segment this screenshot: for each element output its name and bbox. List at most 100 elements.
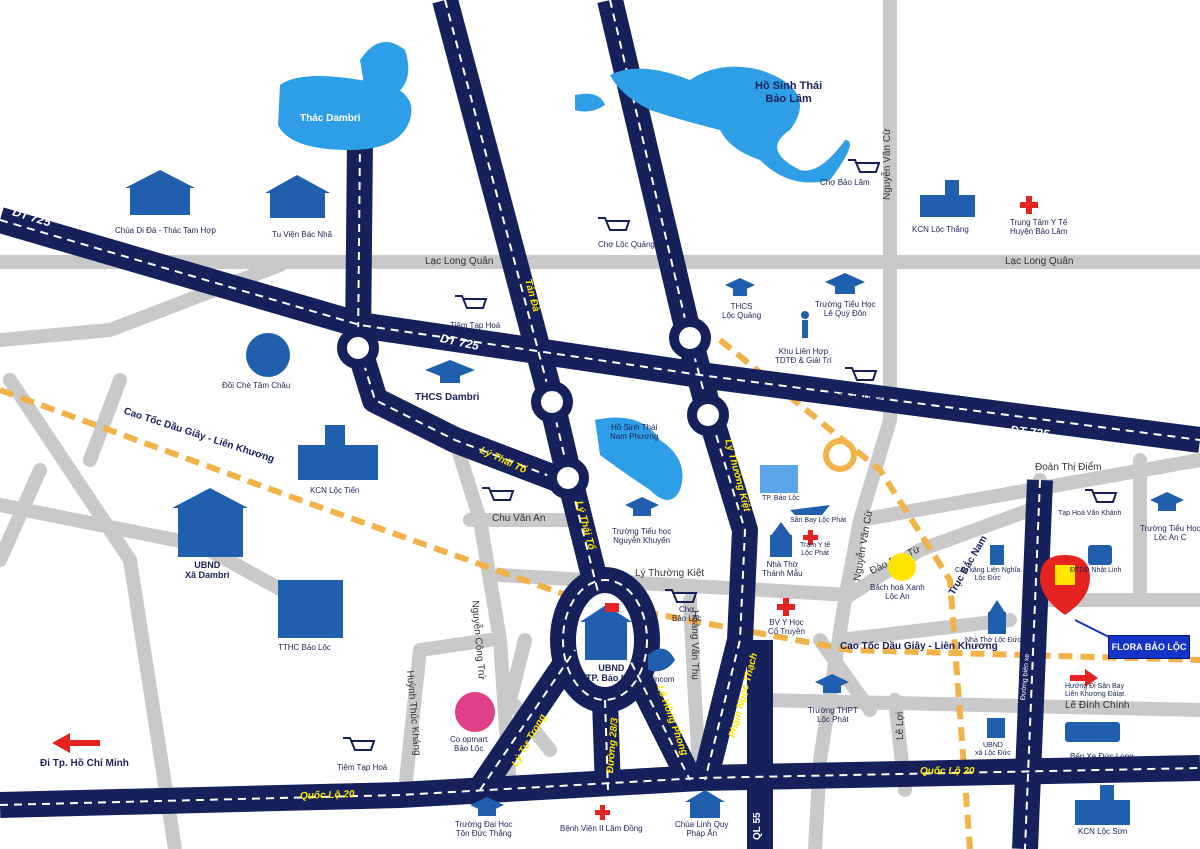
cart-icon — [455, 295, 488, 309]
road-dao-duy-tu — [843, 503, 1037, 602]
label-cay-xang: Cây xăng Liên Nghĩa Lộc Đức — [955, 567, 1021, 583]
temple-icon — [125, 170, 195, 215]
road-label-quoc-lo-20-right: Quốc Lộ 20 — [920, 766, 975, 777]
label-tu-vien-bac-nha: Tu Viện Bác Nhã — [272, 230, 333, 239]
label-huong-san-bay: Hướng Đi Sân Bay Liên Khương Đàlạt — [1065, 683, 1125, 699]
roundabout-2 — [531, 381, 573, 423]
label-tiem-tap-hoa-1: Tiệm Tạp Hoá — [450, 321, 501, 330]
label-tiem-tap-hoa-2: Tiệm Tạp Hoá — [832, 392, 883, 401]
label-khu-lien-hop: Khu Liên Hợp TDTĐ & Giải Trí — [775, 347, 832, 366]
flag-icon — [605, 603, 619, 612]
vincom-icon — [648, 648, 675, 672]
temple-icon — [685, 790, 725, 818]
roundabout-5 — [687, 394, 729, 436]
label-san-bay-loc-phat: Sân Bay Lộc Phát — [790, 517, 847, 524]
bus-icon — [1065, 722, 1120, 742]
road-right-grey-3 — [813, 633, 877, 717]
cart-icon — [1085, 489, 1118, 503]
graduation-cap-icon — [625, 497, 659, 516]
label-truong-ton-duc-thang: Trường Đại Học Tôn Đức Thắng — [455, 820, 513, 839]
roundabout-3 — [547, 457, 589, 499]
roundabout-1 — [337, 327, 379, 369]
road-left-grey-5 — [83, 373, 127, 467]
church-icon — [770, 522, 792, 557]
graduation-cap-icon — [470, 797, 504, 816]
label-di-hcm: Đi Tp. Hồ Chí Minh — [40, 758, 129, 769]
shopping-bag-icon — [1088, 545, 1112, 565]
label-kcn-loc-tien: KCN Lộc Tiến — [310, 486, 360, 495]
road-nguyen-cong-tru — [448, 433, 517, 797]
label-benh-vien-ii: Bệnh Viện II Lâm Đồng — [560, 824, 643, 833]
water-ho-bao-lam — [610, 66, 850, 183]
label-cho-bao-loc: Chợ Bảo Lộc — [672, 605, 702, 624]
water-ho-nam-phuong — [595, 417, 683, 500]
label-truong-le-quy-don: Trường Tiểu Học Lê Quý Đôn — [815, 300, 876, 319]
label-coopmart: Co.opmart Bảo Lộc — [450, 735, 488, 754]
cart-icon — [343, 737, 376, 751]
label-tap-hoa-van-khanh: Tạp Hoá Văn Khánh — [1058, 510, 1122, 517]
road-huynh-thuc-khang — [398, 633, 497, 797]
factory-icon — [1075, 785, 1130, 825]
factory-icon — [298, 425, 378, 480]
label-tp-bao-loc: TP. Bảo Lộc — [762, 495, 800, 502]
road-le-dinh-chinh — [753, 693, 1200, 717]
school-building-icon — [172, 488, 248, 557]
arrow-right-airport — [1070, 669, 1098, 687]
label-doi-che-tam-chau: Đồi Chè Tâm Châu — [222, 381, 291, 390]
label-cho-bao-lam: Chợ Bảo Lâm — [820, 178, 870, 187]
bach-hoa-xanh-logo — [888, 553, 916, 581]
road-label-cao-toc-right: Cao Tốc Dầu Giây - Liên Khương — [840, 641, 998, 652]
label-cho-loc-quang: Chợ Lộc Quảng — [598, 240, 655, 249]
label-tram-y-te-loc-phat: Trạm Y tế Lộc Phát — [800, 542, 831, 558]
school-building-icon — [278, 580, 343, 638]
road-label-le-dinh-chinh: Lê Đình Chính — [1065, 700, 1130, 711]
road-ly-thuong-kiet-h — [493, 568, 857, 602]
label-tthc-bao-loc: TTHC Bảo Lộc — [278, 643, 331, 652]
label-kcn-loc-son: KCN Lộc Sơn — [1078, 827, 1128, 836]
label-thac-dambri: Thác Dambri — [300, 113, 361, 124]
cart-icon — [598, 217, 631, 231]
road-right-grey-4 — [833, 613, 1017, 647]
label-bach-hoa-xanh: Bách hoá Xanh Lộc An — [870, 583, 925, 602]
label-truong-loc-an-c: Trường Tiểu Học Lộc An C — [1140, 524, 1200, 543]
cart-icon — [848, 159, 881, 173]
school-building-icon — [580, 605, 632, 660]
road-label-chu-van-an: Chu Văn An — [492, 513, 546, 524]
hospital-cross-icon — [595, 805, 610, 820]
label-chua-di-da: Chùa Di Đà - Thác Tam Hợp — [115, 226, 216, 235]
graduation-cap-icon — [725, 278, 755, 296]
label-kcn-loc-thang: KCN Lộc Thắng — [912, 225, 969, 234]
label-ben-xe-duc-long: Bến Xe Đức Long — [1070, 752, 1134, 761]
graduation-cap-icon — [1150, 492, 1184, 511]
label-truong-thpt: Trường THPT Lộc Phát — [808, 706, 858, 725]
label-bv-y-hoc: BV Y Học Cổ Truyền — [768, 618, 805, 637]
church-icon — [988, 600, 1006, 634]
label-tiem-tap-hoa-3: Tiệm Tạp Hoá — [337, 763, 388, 772]
label-nha-tho-thanh-mau: Nhà Thờ Thánh Mẫu — [762, 560, 803, 579]
label-vincom: Vincom — [648, 675, 675, 684]
hospital-cross-icon — [803, 530, 818, 545]
label-thcs-loc-quang: THCS Lộc Quảng — [722, 302, 762, 321]
flora-label-box: FLORA BẢO LỘC — [1108, 635, 1190, 659]
label-trung-tam-y-te: Trung Tâm Y Tế Huyện Bảo Lâm — [1010, 218, 1068, 237]
road-to-dambri — [345, 139, 565, 493]
label-truong-nguyen-khuyen: Trường Tiểu học Nguyễn Khuyến — [612, 527, 672, 546]
road-label-ly-thuong-kiet-h: Lý Thường Kiệt — [635, 568, 705, 579]
road-label-lac-long-quan-2: Lạc Long Quân — [1005, 256, 1074, 267]
water-small-1 — [575, 93, 605, 112]
hospital-cross-icon — [777, 598, 795, 616]
roundabout-4 — [669, 317, 711, 359]
road-ring-grey — [503, 633, 557, 757]
cart-icon — [482, 487, 515, 501]
cart-icon — [845, 367, 878, 381]
label-chua-linh-quy: Chùa Linh Quy Pháp Ấn — [675, 820, 729, 839]
fuel-icon — [990, 545, 1004, 565]
expressway-truc-bac-nam — [718, 337, 973, 849]
graduation-cap-icon — [815, 674, 849, 693]
airplane-icon — [790, 505, 830, 515]
golf-icon — [801, 311, 809, 338]
coopmart-logo — [455, 692, 495, 732]
